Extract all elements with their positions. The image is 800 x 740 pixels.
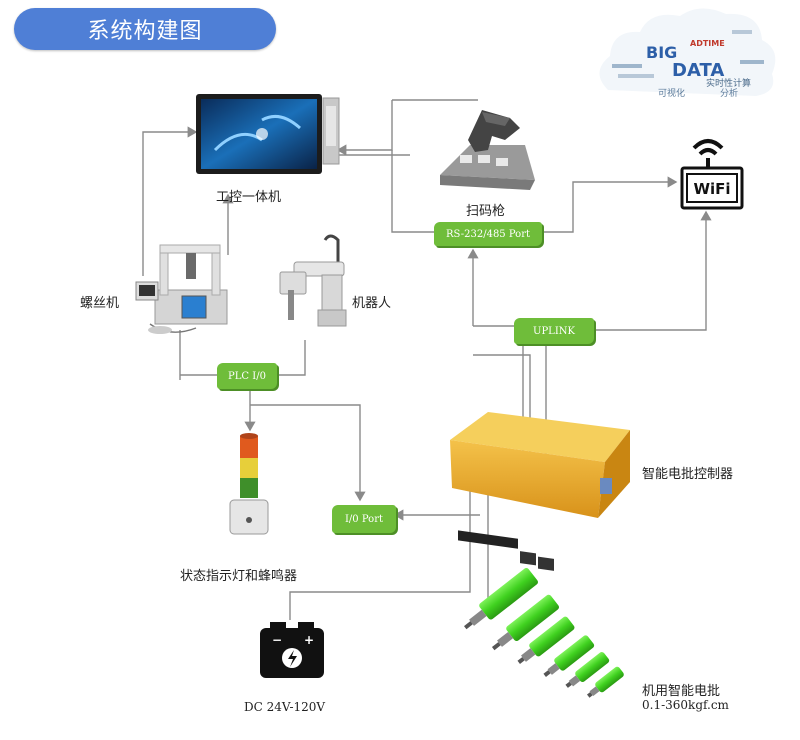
uplink-port-tag: UPLINK	[514, 318, 594, 344]
wifi-router-icon: WiFi	[680, 139, 744, 210]
screw-machine-icon	[135, 244, 228, 334]
cloud-adtime-text: ADTIME	[690, 39, 725, 48]
big-data-cloud-icon: BIG DATA ADTIME 实时性计算 可视化 分析	[599, 8, 776, 99]
connection-lines	[142, 99, 712, 620]
scanner-label: 扫码枪	[466, 204, 506, 219]
battery-icon: − +	[260, 622, 324, 678]
screwdriver-name-label: 机用智能电批	[642, 684, 721, 699]
panel-pc-label: 工控一体机	[216, 190, 282, 205]
page-title: 系统构建图	[14, 8, 276, 50]
cloud-data-text: DATA	[672, 60, 724, 81]
smart-screwdriver-icons	[464, 568, 624, 698]
screwdriver-controller-icon	[450, 412, 630, 571]
svg-text:−: −	[272, 633, 282, 647]
status-light-icon	[229, 433, 269, 535]
screwdriver-range-label: 0.1-360kgf.cm	[642, 698, 729, 712]
cloud-big-text: BIG	[646, 43, 677, 62]
power-label: DC 24V-120V	[244, 700, 326, 714]
cloud-analysis-text: 分析	[720, 87, 738, 99]
controller-label: 智能电批控制器	[642, 467, 734, 482]
robot-arm-icon	[279, 234, 347, 327]
robot-label: 机器人	[352, 296, 392, 311]
cloud-realtime-text: 实时性计算	[706, 77, 751, 89]
io-port-tag: I/0 Port	[332, 505, 396, 533]
cloud-visual-text: 可视化	[658, 87, 685, 99]
status-light-label: 状态指示灯和蜂鸣器	[180, 569, 298, 584]
screw-machine-label: 螺丝机	[80, 296, 120, 311]
barcode-scanner-icon	[440, 110, 535, 190]
svg-text:+: +	[304, 633, 314, 647]
wifi-label: WiFi	[693, 180, 730, 198]
plc-io-tag: PLC I/0	[217, 363, 277, 389]
rs232-port-tag: RS-232/485 Port	[434, 222, 542, 246]
panel-pc-icon	[196, 94, 340, 174]
